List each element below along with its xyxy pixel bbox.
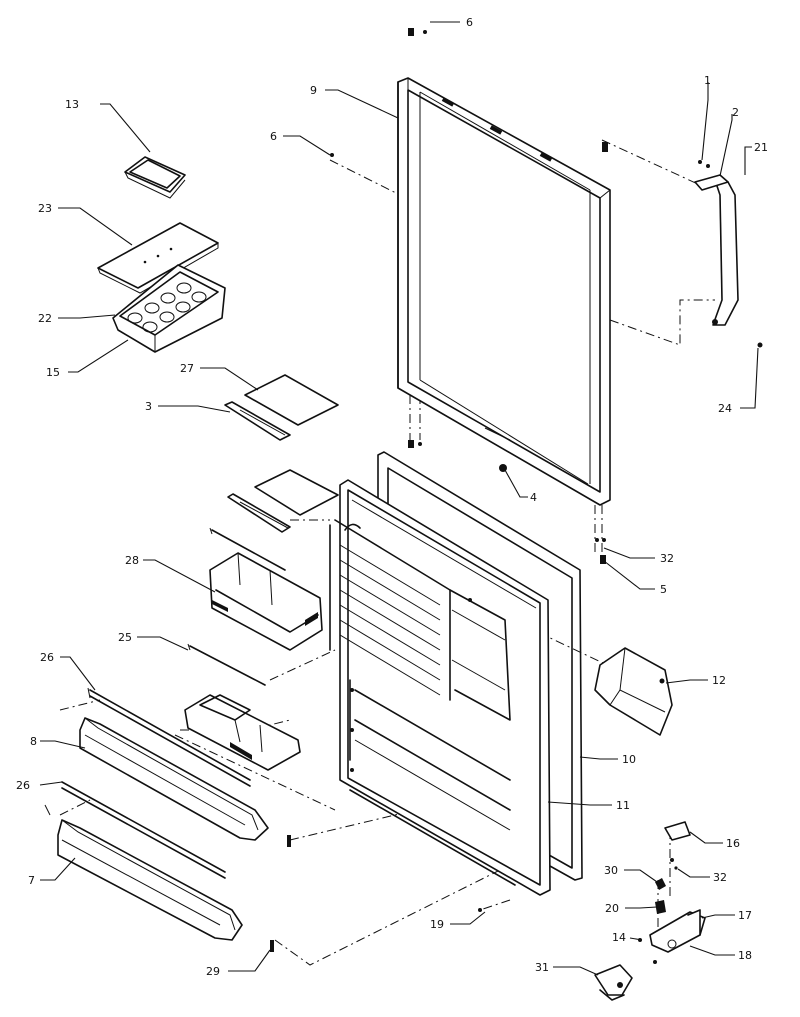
callout-14: 14 xyxy=(612,931,626,944)
callout-23: 23 xyxy=(38,202,52,215)
callout-30: 30 xyxy=(604,864,618,877)
door-hinge-bar xyxy=(602,142,763,348)
bottom-hinge-assembly xyxy=(594,821,706,1001)
door-rail-and-shelf-7 xyxy=(44,781,243,941)
callout-3: 3 xyxy=(145,400,152,413)
callout-11: 11 xyxy=(616,799,630,812)
callout-8: 8 xyxy=(30,735,37,748)
callout-29: 29 xyxy=(206,965,220,978)
callout-32-lower: 32 xyxy=(713,871,727,884)
callout-27: 27 xyxy=(180,362,194,375)
callout-31: 31 xyxy=(535,961,549,974)
callout-25: 25 xyxy=(118,631,132,644)
callout-5: 5 xyxy=(660,583,667,596)
screws xyxy=(330,28,606,564)
callout-21: 21 xyxy=(754,141,768,154)
callout-26-lower: 26 xyxy=(16,779,30,792)
callout-13: 13 xyxy=(65,98,79,111)
door-panel xyxy=(397,77,611,506)
door-rail-and-shelf-8 xyxy=(79,687,269,841)
callout-labels: 13 23 22 15 27 3 9 6 6 1 2 21 24 4 32 5 … xyxy=(16,16,768,978)
callout-24: 24 xyxy=(718,402,732,415)
callout-20: 20 xyxy=(605,902,619,915)
door-bin-large xyxy=(209,527,323,651)
freezer-shelf xyxy=(224,374,339,441)
callout-1: 1 xyxy=(704,74,711,87)
callout-12: 12 xyxy=(712,674,726,687)
door-bin-small xyxy=(184,643,301,771)
callout-2: 2 xyxy=(732,106,739,119)
clips xyxy=(270,835,482,952)
callout-17: 17 xyxy=(738,909,752,922)
leader-lines xyxy=(39,21,759,976)
callout-19: 19 xyxy=(430,918,444,931)
ice-tray xyxy=(112,264,226,353)
callout-10: 10 xyxy=(622,753,636,766)
callout-28: 28 xyxy=(125,554,139,567)
door-shelf-upper xyxy=(227,469,339,533)
callout-7: 7 xyxy=(28,874,35,887)
butter-cup xyxy=(124,156,186,199)
callout-4: 4 xyxy=(530,491,537,504)
callout-15: 15 xyxy=(46,366,60,379)
callout-9: 9 xyxy=(310,84,317,97)
callout-26-upper: 26 xyxy=(40,651,54,664)
ice-tray-cover xyxy=(97,222,219,294)
ice-bin xyxy=(594,647,673,736)
callout-32-upper: 32 xyxy=(660,552,674,565)
callout-6-top: 6 xyxy=(466,16,473,29)
callout-6-left: 6 xyxy=(270,130,277,143)
callout-16: 16 xyxy=(726,837,740,850)
inner-door-liner xyxy=(329,479,551,896)
callout-22: 22 xyxy=(38,312,52,325)
callout-18: 18 xyxy=(738,949,752,962)
